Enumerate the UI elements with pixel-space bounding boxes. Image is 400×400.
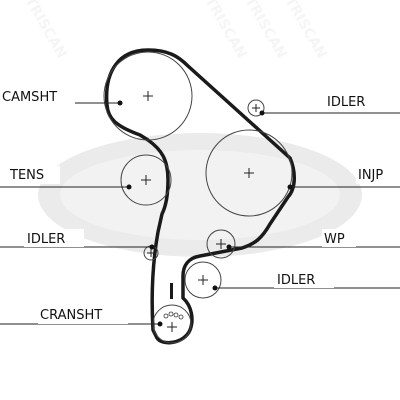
crankshaft-pulley [152,283,192,344]
watermark: TRISCAN TRISCAN TRISCAN TRISCAN [22,0,362,257]
anchor-idler-bottom [212,285,218,291]
label-crankshaft: CRANSHT [40,308,102,323]
label-idler-bottom: IDLER [277,273,315,288]
water-pump-pulley [206,229,236,259]
label-idler-top: IDLER [327,95,365,110]
timing-belt [104,48,296,345]
watermark-text-1: TRISCAN [202,0,250,61]
anchor-idler-top [259,110,265,116]
anchor-injection-pump [287,184,293,190]
watermark-text-4: TRISCAN [22,0,70,61]
crankshaft-timing-mark [170,283,173,299]
label-backings [0,88,400,324]
label-idler-left: IDLER [27,232,65,247]
label-water-pump: WP [324,232,345,247]
idler-top-pulley [247,99,265,117]
anchor-idler-left [149,244,155,250]
label-camshaft: CAMSHT [2,90,57,105]
anchor-crankshaft [157,321,163,327]
idler-bottom-pulley [184,261,222,299]
anchor-camshaft [117,100,123,106]
label-injection-pump: INJP [358,168,383,183]
tensioner-pulley [120,154,172,206]
anchor-tensioner [126,184,132,190]
injection-pump-pulley [205,129,293,217]
crankshaft-keyway-marks [163,311,184,320]
anchor-water-pump [226,244,232,250]
camshaft-pulley [103,51,193,141]
label-tensioner: TENS [9,168,44,183]
